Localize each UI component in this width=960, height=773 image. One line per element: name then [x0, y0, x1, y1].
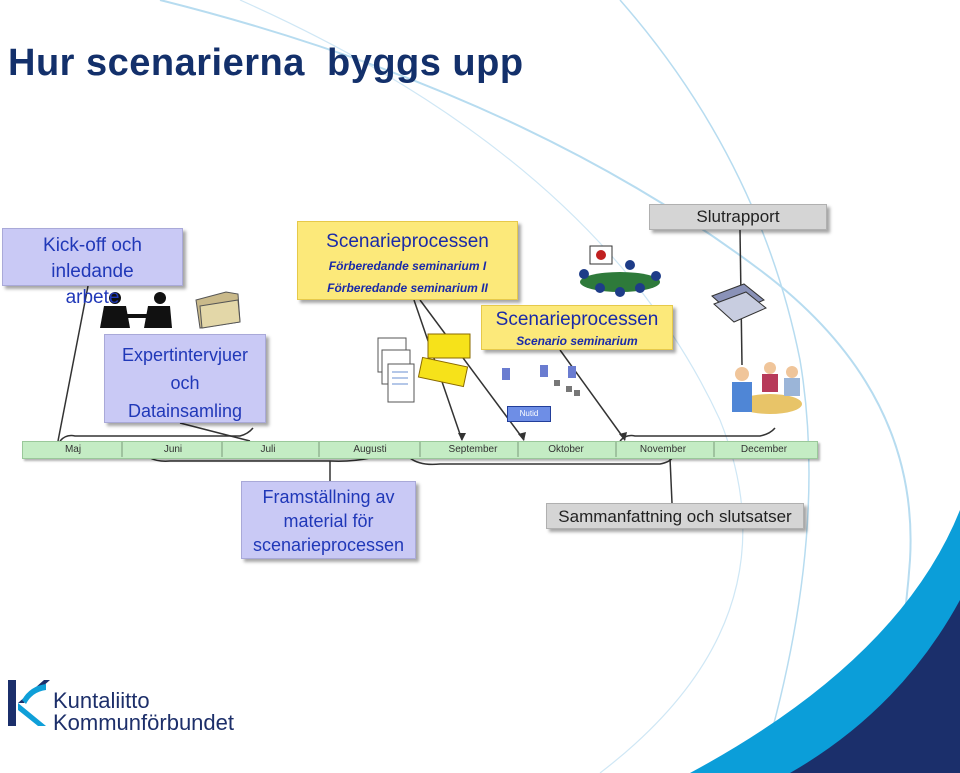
scenarieprocessen-box-1: Scenarieprocessen Förberedande seminariu…	[297, 221, 518, 300]
expert-line2: och	[170, 373, 200, 393]
framst-line3: scenarieprocessen	[252, 535, 405, 555]
month-label: Maj	[64, 444, 82, 455]
month-label: Juli	[260, 444, 276, 455]
documents-icon	[377, 337, 415, 403]
scenarieprocessen-box-2: Scenarieprocessen Scenario seminarium	[481, 305, 673, 350]
cards-icon	[417, 333, 471, 388]
page-title: Hur scenarierna byggs upp	[8, 42, 524, 84]
month-label: Juni	[163, 444, 183, 455]
scen2-sub1: Scenario seminarium	[516, 334, 638, 348]
scen1-sub2: Förberedande seminarium II	[327, 281, 488, 295]
scen1-title: Scenarieprocessen	[326, 231, 489, 252]
nutid-marker: Nutid	[507, 406, 551, 422]
kickoff-line1: Kick-off och inledande	[43, 235, 142, 282]
seminar-group-icon	[579, 245, 661, 297]
slut-label: Slutrapport	[696, 207, 780, 226]
month-label: November	[639, 444, 687, 455]
expert-line3: Datainsamling	[127, 401, 243, 421]
scen2-title: Scenarieprocessen	[495, 309, 659, 330]
framstallning-box: Framställning av material för scenariepr…	[241, 481, 416, 559]
network-diagram-icon	[502, 365, 580, 396]
kickoff-box: Kick-off och inledande arbete	[2, 228, 183, 308]
month-label: Oktober	[548, 444, 584, 455]
month-label: Augusti	[353, 444, 387, 455]
kickoff-line2: arbete	[65, 287, 120, 308]
sammanfattning-box: Sammanfattning och slutsatser	[546, 503, 804, 529]
expert-box: Expertintervjuer och Datainsamling	[104, 334, 266, 423]
framst-line2: material för	[283, 511, 374, 531]
scen1-sub1: Förberedande seminarium I	[328, 259, 487, 273]
samman-label: Sammanfattning och slutsatser	[558, 507, 792, 526]
expert-line1: Expertintervjuer	[121, 345, 249, 365]
framst-line1: Framställning av	[262, 487, 395, 507]
logo-line2: Kommunförbundet	[53, 710, 234, 735]
month-label: December	[740, 444, 788, 455]
slutrapport-box: Slutrapport	[649, 204, 827, 230]
month-label: September	[448, 444, 498, 455]
discussion-icon	[732, 362, 802, 414]
logo-line1: Kuntaliitto	[53, 688, 150, 713]
folder-icon	[195, 291, 241, 329]
report-icon	[711, 283, 767, 323]
